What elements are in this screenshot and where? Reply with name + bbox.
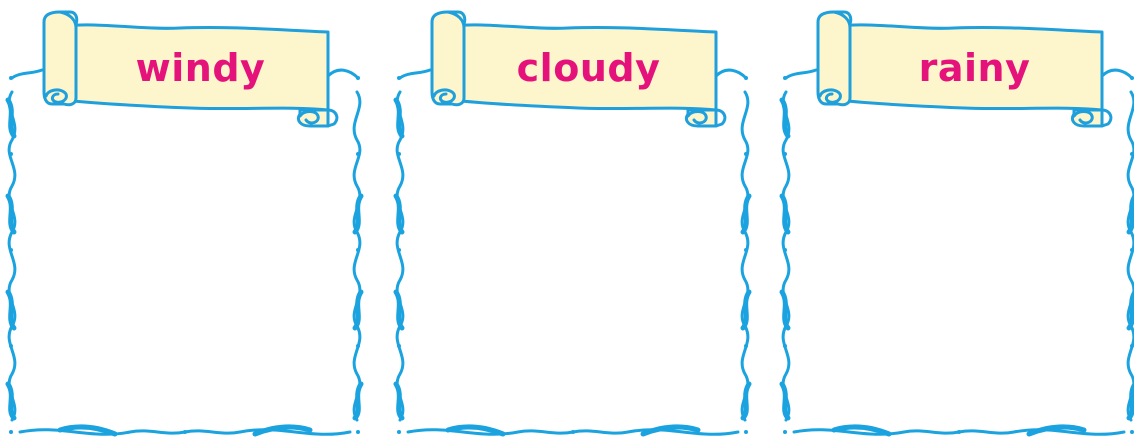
right-border-ornament <box>354 92 361 420</box>
panel-title: rainy <box>852 40 1097 96</box>
right-border-ornament <box>742 92 749 420</box>
weather-panel-windy: windy <box>0 0 370 439</box>
weather-panel-rainy: rainy <box>774 0 1134 439</box>
left-border-ornament <box>396 92 403 420</box>
weather-panel-cloudy: cloudy <box>388 0 758 439</box>
right-border-ornament <box>1128 92 1134 420</box>
left-border-ornament <box>8 92 15 420</box>
panel-title: cloudy <box>466 40 711 96</box>
panel-title: windy <box>78 40 323 96</box>
left-border-ornament <box>782 92 789 420</box>
